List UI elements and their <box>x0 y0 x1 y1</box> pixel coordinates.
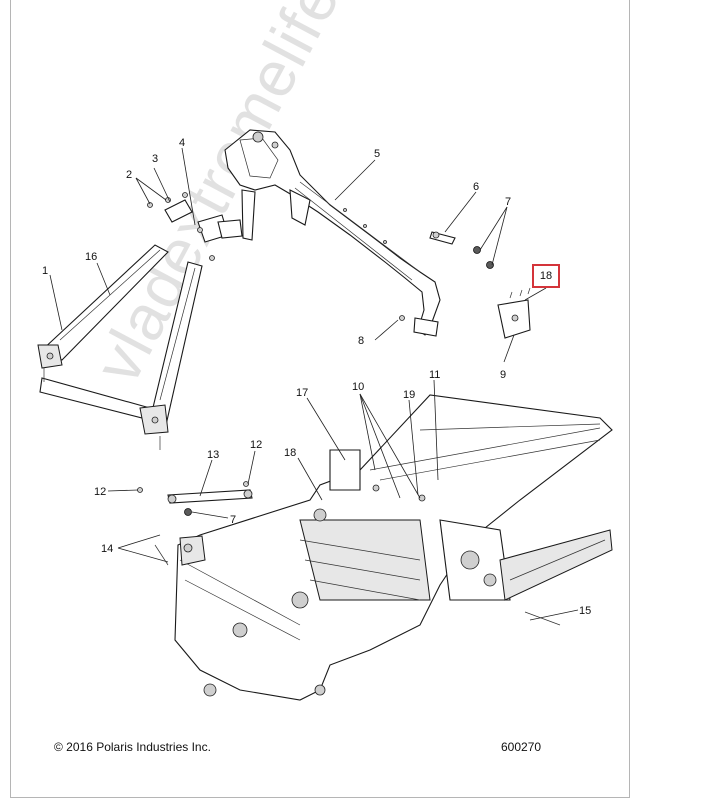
part-2-3-4-brackets <box>147 192 243 261</box>
callout-7-lower: 7 <box>230 514 236 526</box>
part-1-16-upper-rails <box>37 244 203 450</box>
callout-labels: 1 2 3 4 5 6 7 7 8 9 10 11 12 12 13 14 15… <box>42 137 591 617</box>
callout-12-lower: 12 <box>94 486 106 498</box>
part-6-7-8-9-hardware <box>399 231 531 339</box>
callout-17: 17 <box>296 387 308 399</box>
highlighted-callout-18[interactable]: 18 <box>532 264 560 288</box>
callout-13: 13 <box>207 449 219 461</box>
callout-14: 14 <box>101 543 113 555</box>
callout-19: 19 <box>403 389 415 401</box>
callout-8: 8 <box>358 335 364 347</box>
callout-4: 4 <box>179 137 185 149</box>
copyright-notice: © 2016 Polaris Industries Inc. <box>54 740 211 754</box>
callout-11: 11 <box>429 369 440 381</box>
leader-lines <box>49 147 579 621</box>
callout-6: 6 <box>473 181 479 193</box>
callout-9: 9 <box>500 369 506 381</box>
callout-7-upper: 7 <box>505 196 511 208</box>
callout-15: 15 <box>579 605 591 617</box>
callout-2: 2 <box>126 169 132 181</box>
callout-12-upper: 12 <box>250 439 262 451</box>
callout-18-lower: 18 <box>284 447 296 459</box>
callout-10: 10 <box>352 381 364 393</box>
part-5-steering-post <box>224 129 441 337</box>
main-chassis <box>154 394 613 701</box>
part-13-rod <box>137 481 253 516</box>
callout-18-highlighted: 18 <box>539 270 553 282</box>
callout-3: 3 <box>152 153 158 165</box>
page-frame <box>10 0 630 798</box>
figure-number: 600270 <box>501 740 542 754</box>
callout-5: 5 <box>374 148 380 160</box>
callout-1: 1 <box>42 265 48 277</box>
callout-16: 16 <box>85 251 97 263</box>
